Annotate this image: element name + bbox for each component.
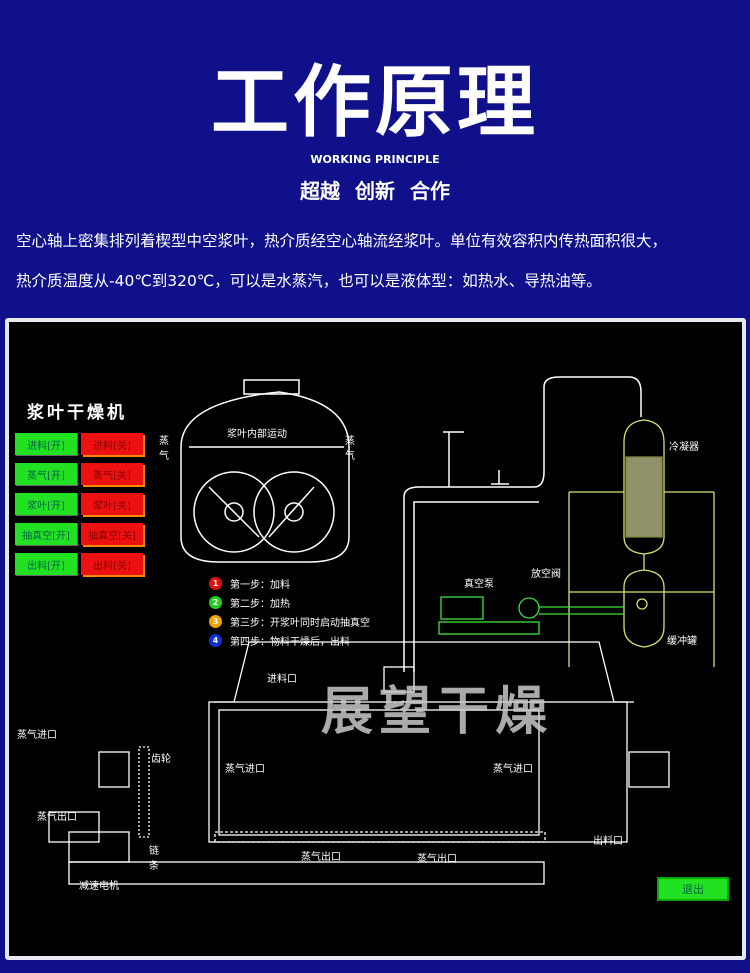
label-buffer-tank: 缓冲罐	[667, 636, 697, 647]
paddle-off-button[interactable]: 浆叶[关]	[81, 493, 143, 515]
label-chain: 链条	[149, 846, 159, 872]
dryer-schematic	[48, 376, 715, 885]
step-3: 3 第三步：开浆叶同时启动抽真空	[209, 614, 370, 629]
vacuum-off-button[interactable]: 抽真空[关]	[81, 523, 143, 545]
label-steam-outlet: 蒸气出口	[37, 812, 77, 823]
watermark: 展望干燥	[321, 682, 554, 742]
step-number-badge: 2	[209, 596, 222, 609]
label-vent-valve: 放空阀	[531, 569, 561, 580]
label-inner-steam-inlet-left: 蒸气进口	[225, 764, 265, 775]
label-motor: 减速电机	[79, 881, 119, 892]
subtitle-en: WORKING PRINCIPLE	[310, 153, 440, 166]
label-bottom-steam-outlet-2: 蒸气出口	[417, 854, 457, 865]
step-text: 第二步：加热	[230, 599, 290, 610]
vacuum-on-button[interactable]: 抽真空[开]	[15, 523, 77, 545]
condenser-drawing	[568, 419, 715, 667]
feed-on-button[interactable]: 进料[开]	[15, 433, 77, 455]
feed-off-button[interactable]: 进料[关]	[81, 433, 143, 455]
description-line-2: 热介质温度从-40℃到320℃，可以是水蒸汽，也可以是液体型：如热水、导热油等。	[16, 272, 602, 290]
step-number-badge: 1	[209, 577, 222, 590]
label-steam-inlet: 蒸气进口	[17, 730, 57, 741]
label-gear: 齿轮	[151, 754, 171, 765]
exit-button[interactable]: 退出	[657, 877, 729, 901]
discharge-off-button[interactable]: 出料[关]	[81, 553, 143, 575]
cross-section-drawing	[180, 379, 350, 563]
dryer-diagram-panel: 浆叶干燥机 进料[开] 进料[关] 蒸气[开] 蒸气[关] 浆叶[开] 浆叶[关…	[5, 318, 746, 960]
vacuum-pump-drawing	[438, 596, 624, 635]
label-feed-inlet: 进料口	[267, 674, 297, 685]
label-inner-motion: 浆叶内部运动	[227, 429, 287, 440]
label-steam-right: 蒸气	[345, 436, 355, 462]
label-condenser: 冷凝器	[669, 442, 699, 453]
panel-title: 浆叶干燥机	[27, 403, 127, 423]
label-vacuum-pump: 真空泵	[464, 579, 494, 590]
steam-off-button[interactable]: 蒸气[关]	[81, 463, 143, 485]
step-text: 第三步：开浆叶同时启动抽真空	[230, 618, 370, 629]
page-title: 工作原理	[210, 58, 539, 148]
label-inner-steam-inlet-right: 蒸气进口	[493, 764, 533, 775]
step-text: 第四步：物料干燥后，出料	[230, 637, 350, 648]
paddle-on-button[interactable]: 浆叶[开]	[15, 493, 77, 515]
step-4: 4 第四步：物料干燥后，出料	[209, 633, 350, 648]
label-steam-left: 蒸气	[159, 436, 169, 462]
vacuum-pipe	[403, 376, 642, 672]
step-number-badge: 4	[209, 634, 222, 647]
step-1: 1 第一步：加料	[209, 576, 290, 591]
slogan: 超越 创新 合作	[300, 179, 450, 203]
label-discharge: 出料口	[593, 836, 623, 847]
main-dryer-drawing	[48, 641, 670, 885]
step-text: 第一步：加料	[230, 580, 290, 591]
steam-on-button[interactable]: 蒸气[开]	[15, 463, 77, 485]
description-line-1: 空心轴上密集排列着楔型中空浆叶，热介质经空心轴流经浆叶。单位有效容积内传热面积很…	[16, 232, 668, 250]
step-2: 2 第二步：加热	[209, 595, 290, 610]
discharge-on-button[interactable]: 出料[开]	[15, 553, 77, 575]
step-number-badge: 3	[209, 615, 222, 628]
label-bottom-steam-outlet-1: 蒸气出口	[301, 852, 341, 863]
